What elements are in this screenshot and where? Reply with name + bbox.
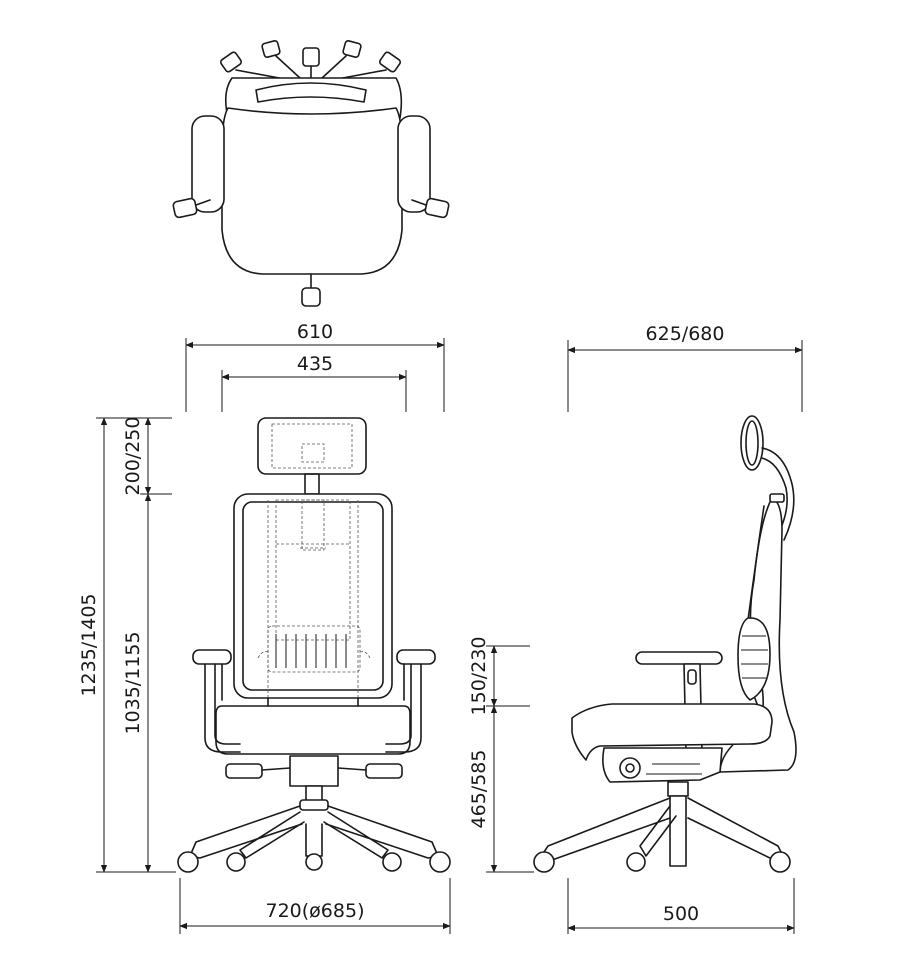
dim-headrest-adjust: 200/250 — [122, 417, 144, 496]
top-view — [172, 40, 450, 307]
front-armrest-right — [385, 649, 436, 753]
dim-seat-width: 435 — [297, 353, 333, 375]
dim-armrest-adjust: 150/230 — [468, 637, 490, 716]
dim-depth: 625/680 — [646, 323, 725, 345]
front-armrest-left — [192, 649, 241, 753]
dim-overall-width-top: 610 — [297, 321, 333, 343]
dim-base-diameter: 720(ø685) — [266, 900, 365, 922]
top-caster — [219, 40, 402, 73]
lumbar-support — [257, 625, 371, 673]
side-view — [533, 415, 797, 873]
dim-seat-height: 465/585 — [468, 750, 490, 829]
dim-base-depth: 500 — [663, 903, 699, 925]
dim-back-height: 1035/1155 — [122, 631, 144, 734]
front-view — [177, 417, 451, 873]
dim-overall-height: 1235/1405 — [78, 593, 100, 696]
dimension-lines — [96, 338, 803, 934]
